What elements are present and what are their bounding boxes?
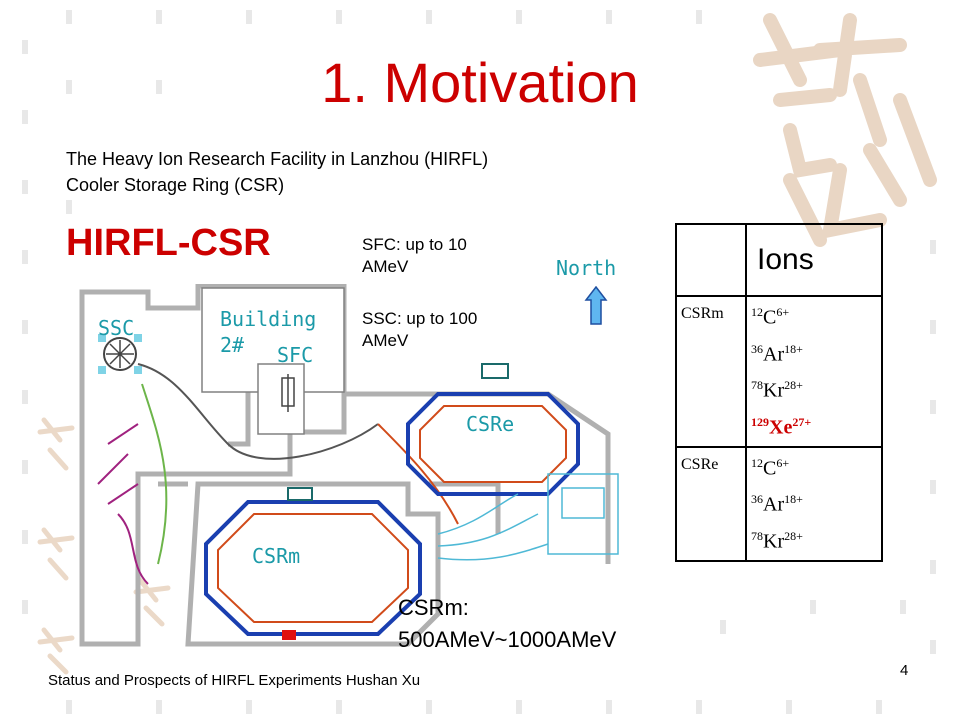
subtitle-line-1: The Heavy Ion Research Facility in Lanzh… bbox=[66, 149, 489, 169]
ion-charge: 28+ bbox=[784, 528, 803, 543]
slide-footer: Status and Prospects of HIRFL Experiment… bbox=[48, 672, 421, 689]
ion-mass-number: 129 bbox=[751, 414, 769, 429]
ion-list-cell: 12C6+ 36Ar18+ 78Kr28+ 129Xe27+ bbox=[745, 295, 883, 448]
ion-entry: 36Ar18+ bbox=[751, 334, 877, 371]
ions-table-row: CSRm 12C6+ 36Ar18+ 78Kr28+ 129Xe27+ bbox=[675, 295, 883, 448]
ssc-cyclotron-icon bbox=[98, 334, 142, 374]
ions-table-header: Ions bbox=[745, 223, 883, 297]
experimental-terminals bbox=[437, 473, 619, 561]
transfer-beamlines bbox=[97, 363, 459, 585]
ion-entry-highlighted: 129Xe27+ bbox=[751, 407, 877, 444]
ion-entry: 12C6+ bbox=[751, 297, 877, 334]
ion-entry: 36Ar18+ bbox=[751, 484, 877, 521]
ssc-label: SSC bbox=[98, 316, 135, 340]
page-number: 4 bbox=[900, 662, 909, 679]
calligraphy-watermark-small bbox=[37, 417, 171, 675]
ion-charge: 6+ bbox=[776, 305, 790, 319]
csrm-energy-line-2: 500AMeV~1000AMeV bbox=[398, 627, 617, 652]
sfc-cyclotron-icon bbox=[281, 374, 295, 412]
csre-cooler-icon bbox=[481, 363, 509, 379]
ion-charge: 28+ bbox=[784, 378, 803, 393]
ions-table-header-row: Ions bbox=[675, 223, 883, 297]
csrm-cooler-icon bbox=[287, 487, 313, 501]
building-label-line-2: 2# bbox=[220, 333, 245, 357]
ion-entry: 78Kr28+ bbox=[751, 521, 877, 558]
ion-charge: 27+ bbox=[792, 414, 812, 429]
building-label-line-1: Building bbox=[220, 307, 317, 331]
ion-mass-number: 36 bbox=[751, 492, 763, 507]
csrm-ring bbox=[204, 500, 422, 636]
ion-symbol: Ar bbox=[763, 493, 785, 516]
subtitle-line-2: Cooler Storage Ring (CSR) bbox=[66, 175, 285, 195]
slide-title: 1. Motivation bbox=[321, 51, 639, 114]
ion-symbol: C bbox=[763, 457, 777, 480]
facility-layout-map bbox=[79, 284, 619, 647]
sfc-note-line-1: SFC: up to 10 bbox=[362, 235, 467, 254]
ions-table: Ions CSRm 12C6+ 36Ar18+ 78Kr28+ 129Xe27+… bbox=[675, 223, 883, 562]
ring-name-cell: CSRe bbox=[675, 445, 747, 562]
north-label: North bbox=[556, 256, 617, 280]
ion-mass-number: 78 bbox=[751, 378, 763, 393]
ions-table-corner-cell bbox=[675, 223, 747, 297]
csre-ring bbox=[406, 392, 580, 496]
ions-table-row: CSRe 12C6+ 36Ar18+ 78Kr28+ bbox=[675, 445, 883, 562]
ion-mass-number: 12 bbox=[751, 455, 763, 470]
ion-charge: 18+ bbox=[784, 341, 803, 356]
ssc-note-line-2: AMeV bbox=[362, 331, 409, 350]
csrm-energy-note: CSRm: 500AMeV~1000AMeV bbox=[398, 592, 616, 656]
ion-entry: 78Kr28+ bbox=[751, 370, 877, 407]
csre-label: CSRe bbox=[466, 412, 515, 436]
ion-symbol: Kr bbox=[763, 530, 785, 553]
sfc-room bbox=[257, 363, 305, 435]
ssc-note-line-1: SSC: up to 100 bbox=[362, 309, 478, 328]
ion-symbol: C bbox=[763, 306, 777, 329]
sfc-note-line-2: AMeV bbox=[362, 257, 409, 276]
ion-charge: 18+ bbox=[784, 492, 803, 507]
csrm-label: CSRm bbox=[252, 544, 301, 568]
ion-symbol: Xe bbox=[769, 416, 793, 439]
building-outlines bbox=[79, 284, 611, 647]
ssc-energy-note: SSC: up to 100 AMeV bbox=[362, 308, 477, 352]
ion-entry: 12C6+ bbox=[751, 448, 877, 485]
facility-label: HIRFL-CSR bbox=[66, 222, 271, 264]
csrm-energy-line-1: CSRm: bbox=[398, 595, 469, 620]
ion-list-cell: 12C6+ 36Ar18+ 78Kr28+ bbox=[745, 445, 883, 562]
csrm-injection-marker bbox=[282, 630, 296, 640]
ring-name-cell: CSRm bbox=[675, 295, 747, 448]
ion-mass-number: 12 bbox=[751, 305, 763, 319]
ion-symbol: Kr bbox=[763, 379, 785, 402]
background-dash-pattern bbox=[22, 10, 936, 714]
facility-description: The Heavy Ion Research Facility in Lanzh… bbox=[66, 146, 488, 198]
ion-symbol: Ar bbox=[763, 343, 785, 366]
building-2-label: Building 2# bbox=[220, 306, 316, 358]
ion-charge: 6+ bbox=[776, 455, 790, 470]
ion-mass-number: 78 bbox=[751, 528, 763, 543]
ion-mass-number: 36 bbox=[751, 341, 763, 356]
north-arrow-icon bbox=[584, 286, 608, 325]
sfc-label: SFC bbox=[277, 343, 314, 367]
sfc-energy-note: SFC: up to 10 AMeV bbox=[362, 234, 467, 278]
